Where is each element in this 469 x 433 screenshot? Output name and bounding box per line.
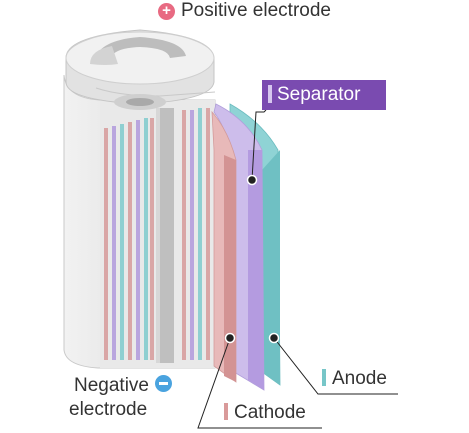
negative-electrode-label: Negative: [74, 375, 172, 397]
separator-leader-line: [251, 109, 267, 181]
anode-color-bar: [322, 369, 326, 386]
anode-leader-line: [273, 337, 398, 395]
cathode-color-bar: [224, 403, 228, 420]
battery-cap: [65, 29, 216, 110]
cathode-label: Cathode: [224, 402, 306, 424]
leader-lines: [197, 109, 398, 429]
wound-layers-left: [104, 118, 154, 360]
cathode-leader-line: [197, 337, 322, 429]
negative-electrode-text-line2: electrode: [69, 399, 148, 420]
anode-pointer-dot: [268, 332, 280, 344]
anode-label: Anode: [322, 368, 387, 390]
wound-layers-right: [182, 108, 210, 360]
cathode-pointer-dot: [224, 332, 236, 344]
separator-pointer-dot: [246, 174, 258, 186]
negative-electrode-label-line2: electrode: [69, 399, 147, 421]
electrode-sheets: [211, 103, 281, 391]
positive-electrode-label: + Positive electrode: [158, 0, 331, 22]
cathode-text: Cathode: [234, 402, 306, 423]
anode-text: Anode: [332, 368, 387, 389]
minus-circle-icon: [155, 375, 172, 392]
separator-label: Separator: [262, 80, 386, 110]
separator-color-bar: [268, 85, 272, 103]
positive-electrode-text: Positive electrode: [181, 0, 331, 21]
separator-text: Separator: [277, 84, 361, 105]
plus-circle-icon: +: [158, 3, 175, 20]
negative-electrode-text-line1: Negative: [74, 375, 149, 396]
